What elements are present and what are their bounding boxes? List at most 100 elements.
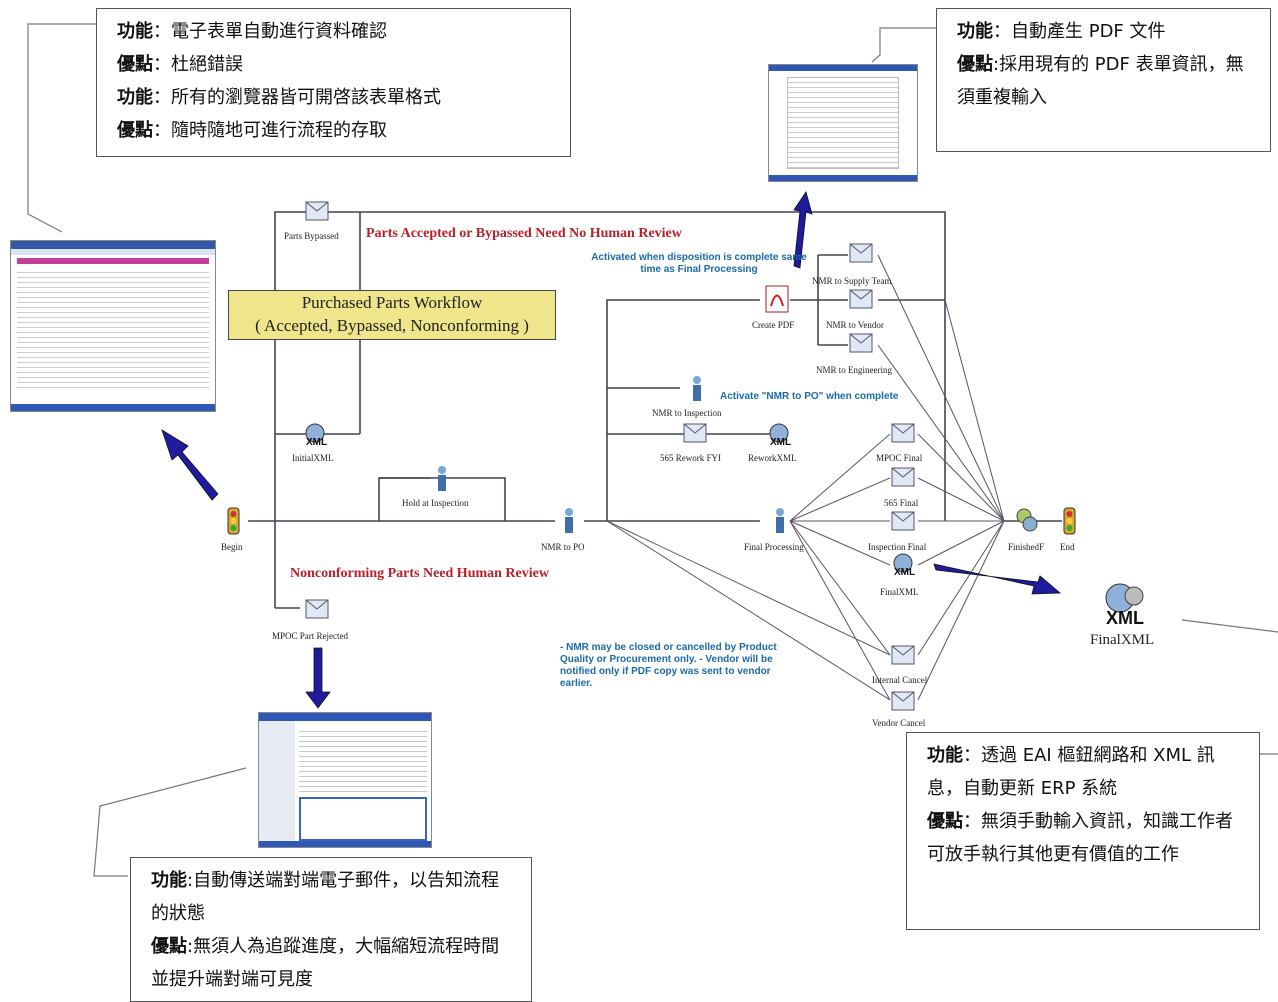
callout-feature: 功能：自動產生 PDF 文件 bbox=[957, 15, 1250, 48]
node-label-parts-bypassed: Parts Bypassed bbox=[284, 231, 339, 241]
mail-icon bbox=[891, 423, 915, 443]
mail-icon bbox=[305, 201, 329, 221]
node-label-nmr-engineering: NMR to Engineering bbox=[816, 365, 892, 375]
benefit-text: ：杜絕錯誤 bbox=[153, 54, 243, 75]
xml-icon: XML bbox=[769, 423, 791, 448]
feature-text: ：電子表單自動進行資料確認 bbox=[153, 21, 387, 42]
person-icon bbox=[693, 376, 701, 401]
note-pdf: Activated when disposition is complete s… bbox=[591, 252, 807, 275]
feature-label: 功能 bbox=[117, 87, 153, 108]
node-label-initial-xml: InitialXML bbox=[292, 453, 334, 463]
node-label-end: End bbox=[1060, 542, 1075, 552]
node-label-rework-xml: ReworkXML bbox=[748, 453, 797, 463]
callout-top-left: 功能：電子表單自動進行資料確認 優點：杜絕錯誤 功能：所有的瀏覽器皆可開啓該表單… bbox=[96, 8, 571, 157]
feature-text: ：透過 EAI 樞鈕網路和 XML 訊息，自動更新 ERP 系統 bbox=[927, 745, 1215, 799]
benefit-label: 優點 bbox=[927, 811, 963, 832]
node-label-565-final: 565 Final bbox=[884, 498, 919, 508]
callout-line: 功能：電子表單自動進行資料確認 bbox=[117, 15, 550, 48]
fan-lines bbox=[606, 254, 1005, 701]
benefit-label: 優點 bbox=[957, 54, 993, 75]
node-label-final-processing: Final Processing bbox=[744, 542, 804, 552]
workflow-title-box: Purchased Parts Workflow ( Accepted, Byp… bbox=[228, 290, 556, 340]
callout-line: 優點：隨時隨地可進行流程的存取 bbox=[117, 114, 550, 147]
traffic-light-icon bbox=[227, 507, 240, 535]
workflow-subtitle: ( Accepted, Bypassed, Nonconforming ) bbox=[255, 316, 529, 335]
workflow-node-icons: XML XML XML XML bbox=[227, 201, 1144, 711]
feature-text: :自動傳送端對端電子郵件，以告知流程的狀態 bbox=[151, 870, 500, 924]
benefit-text: ：隨時隨地可進行流程的存取 bbox=[153, 120, 387, 141]
node-label-hold-inspection: Hold at Inspection bbox=[402, 498, 469, 508]
benefit-label: 優點 bbox=[151, 936, 187, 957]
callout-benefit: 優點:採用現有的 PDF 表單資訊，無須重複輸入 bbox=[957, 48, 1250, 114]
callout-bottom-right: 功能：透過 EAI 樞鈕網路和 XML 訊息，自動更新 ERP 系統 優點：無須… bbox=[906, 732, 1260, 930]
xml-icon: XML bbox=[305, 423, 327, 448]
mail-icon bbox=[849, 289, 873, 309]
mail-icon bbox=[891, 691, 915, 711]
node-label-vendor-cancel: Vendor Cancel bbox=[872, 718, 926, 728]
callout-feature: 功能:自動傳送端對端電子郵件，以告知流程的狀態 bbox=[151, 864, 511, 930]
traffic-light-icon bbox=[1063, 507, 1076, 535]
svg-text:XML: XML bbox=[306, 437, 327, 448]
highlight-arrows bbox=[161, 191, 1062, 709]
node-label-rework-fyi: 565 Rework FYI bbox=[660, 453, 721, 463]
node-label-internal-cancel: Internal Cancel bbox=[872, 675, 928, 685]
workflow-title: Purchased Parts Workflow bbox=[301, 293, 483, 312]
callout-line: 功能：所有的瀏覽器皆可開啓該表單格式 bbox=[117, 81, 550, 114]
final-xml-large-icon: XML bbox=[1105, 583, 1144, 628]
benefit-text: :採用現有的 PDF 表單資訊，無須重複輸入 bbox=[957, 54, 1244, 108]
person-icon bbox=[438, 466, 446, 491]
benefit-text: ：無須手動輸入資訊，知識工作者可放手執行其他更有價值的工作 bbox=[927, 811, 1233, 865]
callout-benefit: 優點：無須手動輸入資訊，知識工作者可放手執行其他更有價值的工作 bbox=[927, 805, 1239, 871]
svg-text:XML: XML bbox=[1106, 608, 1144, 628]
node-label-final-xml-big: FinalXML bbox=[1090, 632, 1154, 648]
mail-icon bbox=[891, 645, 915, 665]
svg-text:XML: XML bbox=[770, 437, 791, 448]
mail-icon bbox=[849, 333, 873, 353]
benefit-text: :無須人為追蹤進度，大幅縮短流程時間並提升端對端可見度 bbox=[151, 936, 500, 990]
mail-icon bbox=[891, 511, 915, 531]
note-pdf-box: Activated when disposition is complete s… bbox=[591, 252, 807, 275]
callout-bottom-left: 功能:自動傳送端對端電子郵件，以告知流程的狀態 優點:無須人為追蹤進度，大幅縮短… bbox=[130, 857, 532, 1002]
pdf-icon bbox=[765, 285, 789, 313]
section-accepted-label: Parts Accepted or Bypassed Need No Human… bbox=[366, 226, 683, 241]
callout-benefit: 優點:無須人為追蹤進度，大幅縮短流程時間並提升端對端可見度 bbox=[151, 930, 511, 996]
feature-text: ：所有的瀏覽器皆可開啓該表單格式 bbox=[153, 87, 441, 108]
email-client-thumbnail bbox=[258, 712, 432, 848]
person-icon bbox=[776, 508, 784, 533]
pdf-document-thumbnail bbox=[768, 64, 918, 182]
mail-icon bbox=[891, 467, 915, 487]
node-label-mpoc-final: MPOC Final bbox=[876, 453, 923, 463]
node-label-mpoc-rejected: MPOC Part Rejected bbox=[272, 631, 348, 641]
person-icon bbox=[565, 508, 573, 533]
note-closing-box: - NMR may be closed or cancelled by Prod… bbox=[560, 642, 777, 689]
node-label-finished: FinishedF bbox=[1008, 542, 1044, 552]
mail-icon bbox=[683, 423, 707, 443]
feature-label: 功能 bbox=[151, 870, 187, 891]
xml-icon: XML bbox=[893, 553, 915, 578]
node-label-nmr-vendor: NMR to Vendor bbox=[826, 320, 884, 330]
benefit-label: 優點 bbox=[117, 120, 153, 141]
node-label-inspection-final: Inspection Final bbox=[868, 542, 927, 552]
node-label-nmr-to-po: NMR to PO bbox=[541, 542, 585, 552]
feature-label: 功能 bbox=[117, 21, 153, 42]
feature-text: ：自動產生 PDF 文件 bbox=[993, 21, 1166, 42]
leader-lines bbox=[27, 23, 1278, 877]
callout-feature: 功能：透過 EAI 樞鈕網路和 XML 訊息，自動更新 ERP 系統 bbox=[927, 739, 1239, 805]
benefit-label: 優點 bbox=[117, 54, 153, 75]
form-screenshot-thumbnail bbox=[10, 240, 216, 412]
svg-text:XML: XML bbox=[894, 567, 915, 578]
note-nmr-po: Activate "NMR to PO" when complete bbox=[720, 391, 899, 402]
node-label-final-xml-small: FinalXML bbox=[880, 587, 919, 597]
node-label-begin: Begin bbox=[221, 542, 243, 552]
node-label-nmr-inspection: NMR to Inspection bbox=[652, 408, 722, 418]
node-label-nmr-supply: NMR to Supply Team bbox=[812, 276, 891, 286]
note-closing: - NMR may be closed or cancelled by Prod… bbox=[560, 642, 777, 689]
feature-label: 功能 bbox=[957, 21, 993, 42]
callout-top-right: 功能：自動產生 PDF 文件 優點:採用現有的 PDF 表單資訊，無須重複輸入 bbox=[936, 8, 1271, 152]
mail-icon bbox=[849, 243, 873, 263]
feature-label: 功能 bbox=[927, 745, 963, 766]
mail-icon bbox=[305, 599, 329, 619]
finish-icon bbox=[1016, 508, 1038, 532]
section-nonconforming-label: Nonconforming Parts Need Human Review bbox=[290, 566, 550, 581]
